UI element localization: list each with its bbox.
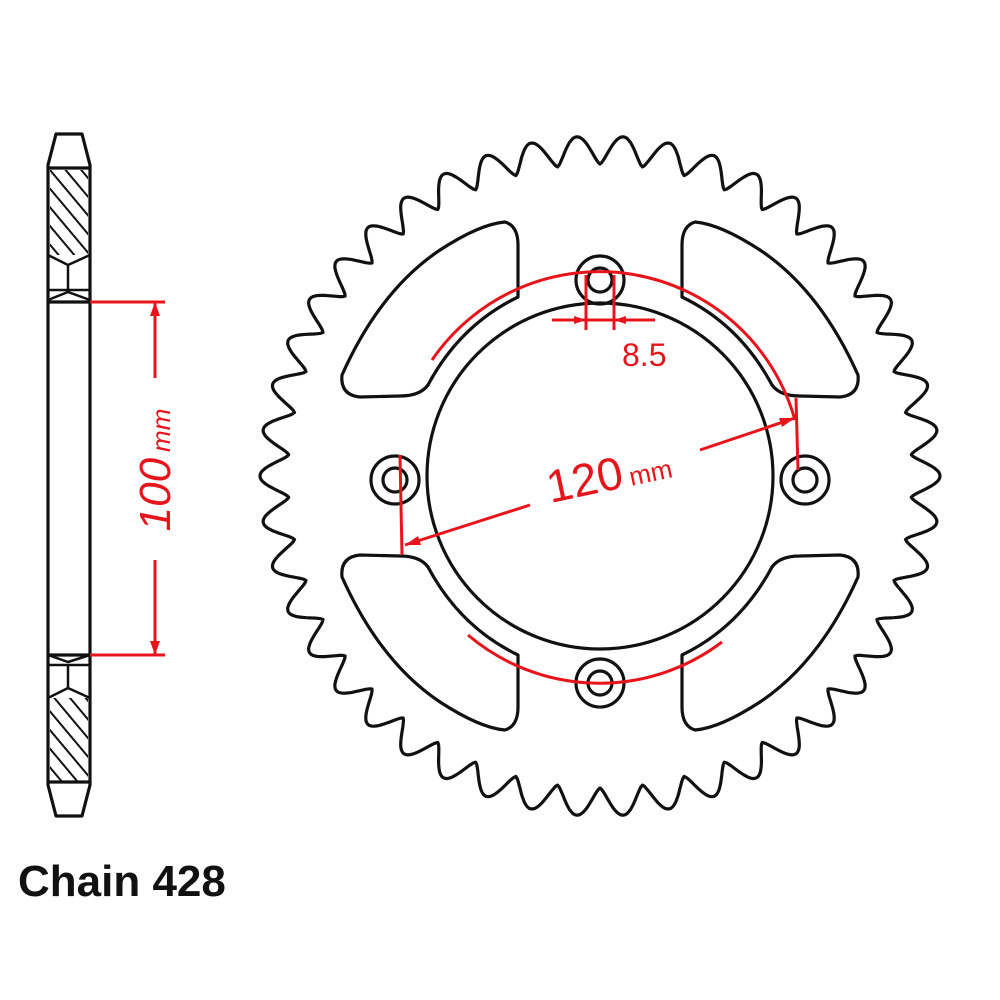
- bolt-hole-ring: [586, 266, 614, 294]
- bolt-hole-value: 8.5: [622, 337, 666, 373]
- side-view: [46, 132, 92, 818]
- pcd-unit: mm: [626, 453, 675, 491]
- bolt-hole-ring: [381, 466, 409, 494]
- bolt-hole-right: [779, 454, 831, 506]
- sprocket-teeth-outline: [258, 135, 942, 817]
- window-bottom-left: [340, 553, 520, 732]
- hatched-section-top: [50, 170, 88, 255]
- bolt-hole-ring: [779, 454, 831, 506]
- window-top-left: [340, 220, 520, 399]
- svg-text:120mm: 120mm: [542, 436, 676, 513]
- bolt-hole-left: [369, 454, 421, 506]
- hub-diameter-value: 100: [131, 457, 180, 531]
- window-top-right: [680, 220, 860, 399]
- bolt-hole-top: [574, 254, 626, 306]
- sprocket-front-view: [258, 135, 942, 817]
- svg-text:100mm: 100 mm: [131, 409, 180, 532]
- bolt-hole-ring: [574, 254, 626, 306]
- bolt-hole-ring: [791, 466, 819, 494]
- pcd-dimension: 120mm: [398, 270, 800, 685]
- hub-diameter-dimension: 100 mm: [90, 300, 180, 657]
- bolt-hole-dimension: 8.5: [552, 275, 666, 373]
- chain-caption: Chain 428: [18, 857, 226, 906]
- pcd-value: 120: [542, 446, 628, 513]
- window-bottom-right: [680, 553, 860, 732]
- hub-diameter-unit: mm: [146, 409, 176, 452]
- hatched-section-bottom: [50, 698, 88, 782]
- bolt-hole-ring: [369, 454, 421, 506]
